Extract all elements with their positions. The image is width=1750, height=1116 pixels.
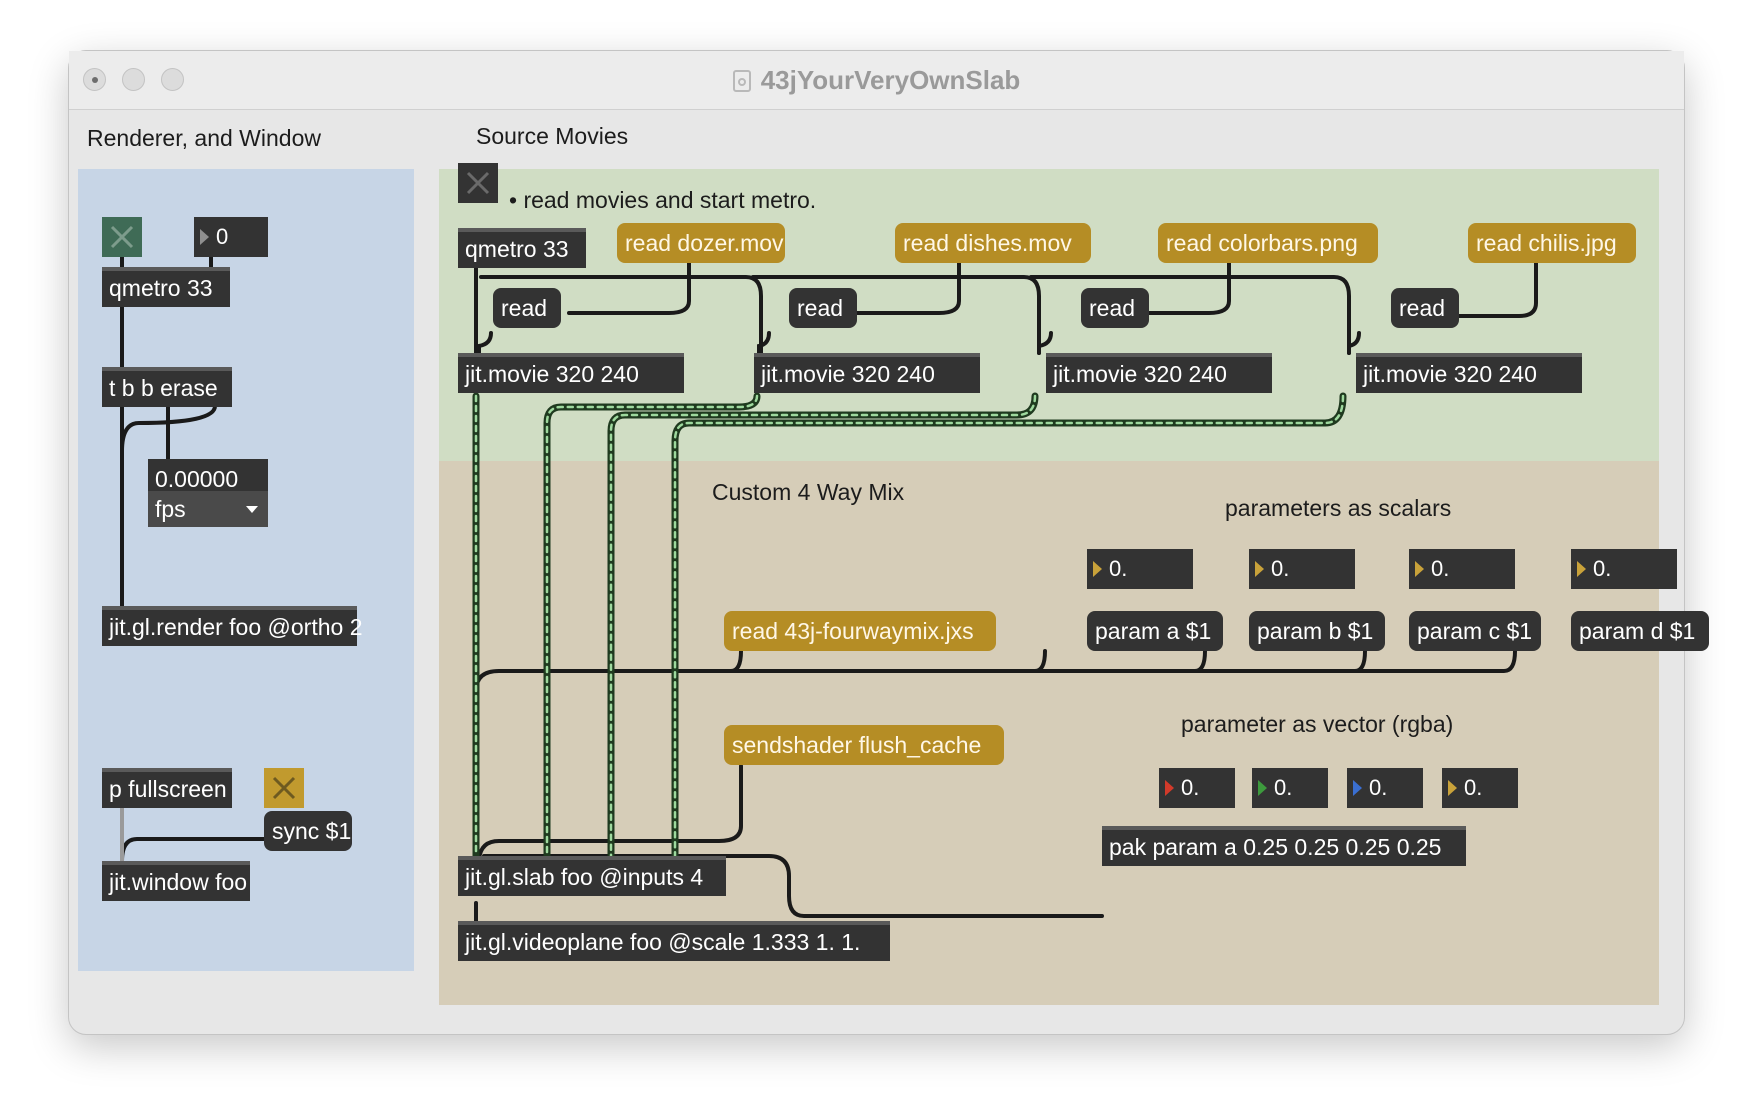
fps-unit-label: fps — [155, 496, 186, 522]
param-c-value: 0. — [1431, 556, 1450, 581]
title-bar: 43jYourVeryOwnSlab — [69, 51, 1684, 110]
vector-g-value: 0. — [1274, 775, 1293, 800]
renderer-qmetro-object[interactable]: qmetro 33 — [102, 267, 230, 307]
sync-message[interactable]: sync $1 — [264, 811, 352, 851]
param-d-value: 0. — [1593, 556, 1612, 581]
param-d-message[interactable]: param d $1 — [1571, 611, 1709, 651]
param-b-message[interactable]: param b $1 — [1249, 611, 1385, 651]
param-c-message[interactable]: param c $1 — [1409, 611, 1541, 651]
cord-read4-to-movie — [1347, 331, 1361, 355]
renderer-section-label: Renderer, and Window — [87, 125, 321, 151]
document-icon — [732, 70, 751, 92]
cord-dishes-to-read — [847, 261, 961, 315]
parameter-vector-label: parameter as vector (rgba) — [1181, 711, 1454, 737]
matrix-cord-movie2-stripe — [545, 394, 759, 858]
matrix-cord-movie4-stripe — [673, 394, 1345, 858]
movie-object-1[interactable]: jit.movie 320 240 — [458, 353, 684, 393]
movie-object-2[interactable]: jit.movie 320 240 — [754, 353, 980, 393]
patcher-window: 43jYourVeryOwnSlab Renderer, and Window … — [68, 50, 1709, 1035]
param-b-value: 0. — [1271, 556, 1290, 581]
param-b-number[interactable]: 0. — [1249, 549, 1355, 589]
read-dozer-message[interactable]: read dozer.mov — [617, 223, 785, 263]
vector-r-number[interactable]: 0. — [1159, 768, 1235, 808]
cord-params-to-slab — [474, 649, 1517, 858]
dropdown-arrow-icon — [246, 506, 258, 513]
frame-number-value: 0 — [216, 224, 229, 249]
read-shader-message[interactable]: read 43j-fourwaymix.jxs — [724, 611, 996, 651]
read-movies-comment: • read movies and start metro. — [509, 187, 817, 213]
read-message-4[interactable]: read — [1391, 288, 1459, 328]
close-dot-icon — [92, 77, 98, 83]
param-a-number[interactable]: 0. — [1087, 549, 1193, 589]
alpha-triangle-icon — [1448, 780, 1457, 796]
movie-object-3[interactable]: jit.movie 320 240 — [1046, 353, 1272, 393]
frame-number-box[interactable]: 0 — [194, 217, 268, 257]
read-chilis-message[interactable]: read chilis.jpg — [1468, 223, 1636, 263]
vector-g-number[interactable]: 0. — [1252, 768, 1328, 808]
cord-colorbars-to-read — [1137, 261, 1231, 315]
param-c-number[interactable]: 0. — [1409, 549, 1515, 589]
matrix-cord-movie3-stripe — [609, 394, 1037, 858]
vector-b-number[interactable]: 0. — [1347, 768, 1423, 808]
fullscreen-toggle[interactable] — [264, 768, 304, 808]
number-triangle-icon — [200, 229, 209, 245]
cord-flush-to-slab — [477, 764, 743, 861]
movie-object-4[interactable]: jit.movie 320 240 — [1356, 353, 1582, 393]
cord-trigger-erase-to-render — [120, 404, 217, 453]
number-triangle-icon — [1577, 561, 1586, 577]
patch-cords — [120, 255, 1538, 923]
vector-b-value: 0. — [1369, 775, 1388, 800]
pak-object[interactable]: pak param a 0.25 0.25 0.25 0.25 — [1102, 826, 1466, 866]
read-message-3[interactable]: read — [1081, 288, 1149, 328]
custom-mix-label: Custom 4 Way Mix — [712, 479, 905, 505]
vector-a-number[interactable]: 0. — [1442, 768, 1518, 808]
slab-object[interactable]: jit.gl.slab foo @inputs 4 — [458, 856, 726, 896]
toggle-x-icon — [110, 225, 134, 249]
vector-a-value: 0. — [1464, 775, 1483, 800]
window-object[interactable]: jit.window foo — [102, 861, 250, 901]
cord-read2-to-movie — [757, 331, 771, 355]
parameters-scalars-label: parameters as scalars — [1225, 495, 1452, 521]
toggle-x-icon — [466, 171, 490, 195]
read-dishes-message[interactable]: read dishes.mov — [895, 223, 1091, 263]
close-window-button[interactable] — [83, 68, 106, 91]
read-message-2[interactable]: read — [789, 288, 857, 328]
start-toggle[interactable] — [458, 163, 498, 203]
vector-r-value: 0. — [1181, 775, 1200, 800]
cord-chilis-to-read — [1447, 261, 1538, 318]
fullscreen-subpatch[interactable]: p fullscreen — [102, 768, 232, 808]
source-movies-section-label: Source Movies — [476, 123, 629, 149]
param-d-number[interactable]: 0. — [1571, 549, 1677, 589]
cord-qmetro-bus — [479, 275, 1351, 355]
number-triangle-icon — [1255, 561, 1264, 577]
number-triangle-icon — [1415, 561, 1424, 577]
read-colorbars-message[interactable]: read colorbars.png — [1158, 223, 1378, 263]
flush-cache-message[interactable]: sendshader flush_cache — [724, 725, 1004, 765]
red-triangle-icon — [1165, 780, 1174, 796]
toggle-x-icon — [272, 776, 296, 800]
blue-triangle-icon — [1353, 780, 1362, 796]
cord-dozer-to-read — [567, 261, 691, 315]
source-qmetro-object[interactable]: qmetro 33 — [458, 228, 586, 268]
render-object[interactable]: jit.gl.render foo @ortho 2 — [102, 606, 362, 646]
fps-unit-menu[interactable]: fps — [148, 491, 268, 527]
zoom-window-button[interactable] — [161, 68, 184, 91]
render-toggle[interactable] — [102, 217, 142, 257]
green-triangle-icon — [1258, 780, 1267, 796]
cord-pak-to-slab — [482, 854, 1104, 918]
window-title-text: 43jYourVeryOwnSlab — [760, 65, 1021, 95]
number-triangle-icon — [1093, 561, 1102, 577]
param-a-message[interactable]: param a $1 — [1087, 611, 1223, 651]
window-title: 43jYourVeryOwnSlab — [69, 65, 1684, 96]
cord-read1-to-movie — [477, 331, 493, 355]
videoplane-object[interactable]: jit.gl.videoplane foo @scale 1.333 1. 1. — [458, 921, 890, 961]
param-a-value: 0. — [1109, 556, 1128, 581]
trigger-object[interactable]: t b b erase — [102, 367, 232, 407]
minimize-window-button[interactable] — [122, 68, 145, 91]
read-message-1[interactable]: read — [493, 288, 561, 328]
cord-read3-to-movie — [1037, 331, 1053, 355]
